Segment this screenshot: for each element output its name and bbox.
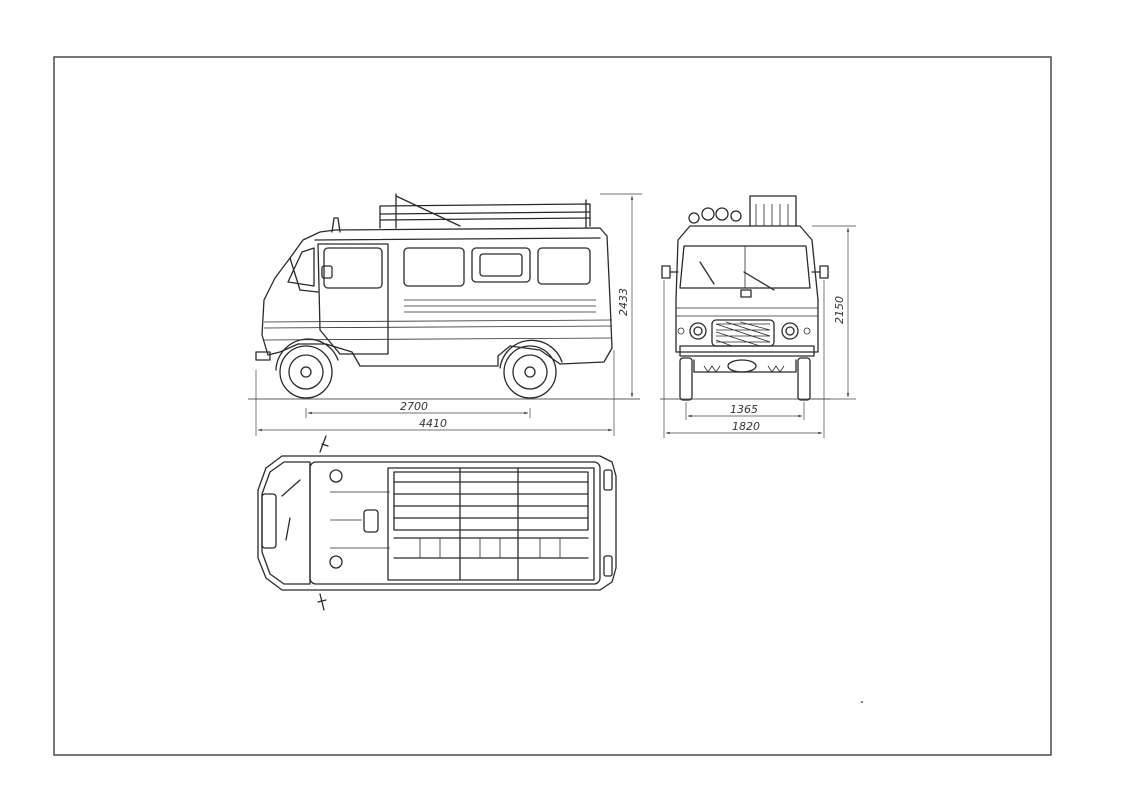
dimension-length: 4410 — [419, 417, 447, 430]
sheet-frame — [53, 56, 1052, 756]
dimension-width: 1820 — [732, 420, 760, 433]
front-view-drawing — [660, 195, 830, 401]
dimension-wheelbase: 2700 — [400, 400, 428, 413]
dimension-height-side: 2433 — [617, 288, 630, 316]
side-view-drawing — [248, 193, 640, 400]
dimension-track: 1365 — [730, 403, 758, 416]
dimension-height-front: 2150 — [833, 296, 846, 324]
top-view-drawing — [257, 435, 617, 611]
